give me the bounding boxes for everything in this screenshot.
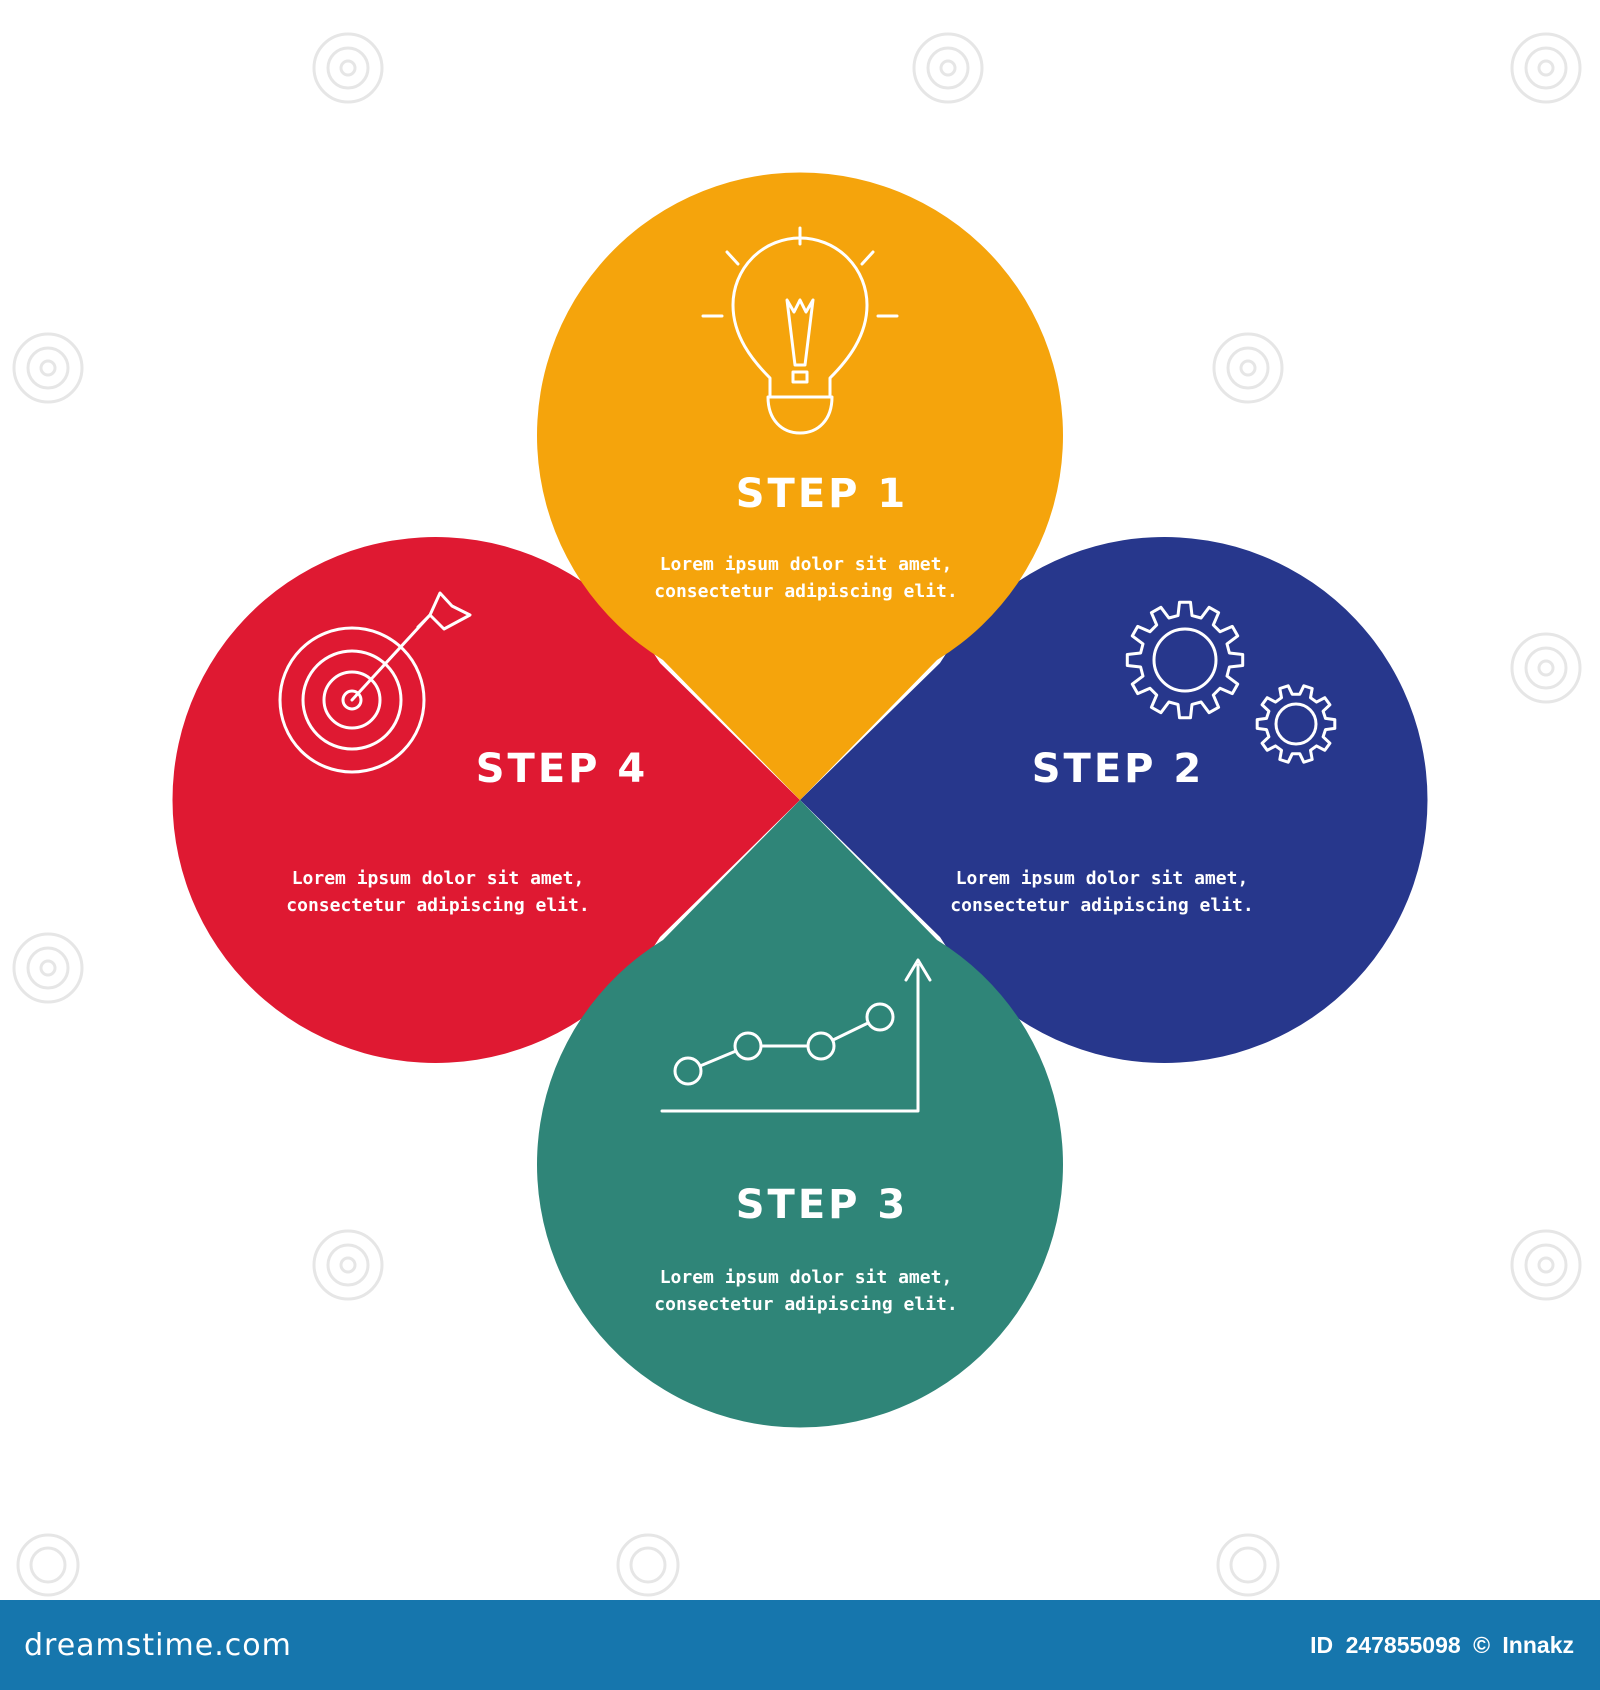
step-1-description-line-1: Lorem ipsum dolor sit amet, <box>660 554 953 575</box>
footer-logo[interactable]: dreamstime.com <box>24 1627 292 1663</box>
step-2-description-line-2: consectetur adipiscing elit. <box>950 895 1253 916</box>
step-4-description-line-1: Lorem ipsum dolor sit amet, <box>292 868 585 889</box>
copyright-icon: © <box>1473 1631 1491 1658</box>
image-id: 247855098 <box>1345 1631 1461 1658</box>
target-arrow-icon <box>278 591 472 774</box>
step-3-petal <box>536 800 1063 1428</box>
step-2-description-line-1: Lorem ipsum dolor sit amet, <box>956 868 1249 889</box>
lightbulb-icon <box>701 226 899 435</box>
footer-credits: ID 247855098 © Innakz <box>1304 1632 1574 1659</box>
gears-icon <box>1125 600 1245 720</box>
step-1-description-line-2: consectetur adipiscing elit. <box>654 581 957 602</box>
watermark-pattern <box>12 32 1582 1597</box>
footer-bar: dreamstime.com ID 247855098 © Innakz <box>0 1600 1600 1690</box>
gear-large-outline <box>1125 600 1245 720</box>
step-4-content: STEP 4 Lorem ipsum dolor sit amet, conse… <box>286 746 649 916</box>
step-1-petal <box>537 172 1063 800</box>
step-2-content: STEP 2 Lorem ipsum dolor sit amet, conse… <box>950 746 1253 916</box>
step-2-title: STEP 2 <box>1032 746 1205 792</box>
step-3-title: STEP 3 <box>736 1182 909 1228</box>
author-name[interactable]: Innakz <box>1502 1631 1574 1658</box>
step-4-description-line-2: consectetur adipiscing elit. <box>286 895 589 916</box>
id-label: ID <box>1310 1631 1334 1658</box>
step-4-petal <box>172 536 800 1063</box>
step-4-title: STEP 4 <box>476 746 649 792</box>
step-1-content: STEP 1 Lorem ipsum dolor sit amet, conse… <box>654 471 957 602</box>
step-3-description-line-2: consectetur adipiscing elit. <box>654 1294 957 1315</box>
step-2-petal <box>800 537 1428 1063</box>
step-3-description-line-1: Lorem ipsum dolor sit amet, <box>660 1267 953 1288</box>
growth-chart-icon <box>660 958 932 1113</box>
gear-small-outline <box>1255 684 1337 764</box>
step-3-content: STEP 3 Lorem ipsum dolor sit amet, conse… <box>654 1182 957 1315</box>
step-1-title: STEP 1 <box>736 471 909 517</box>
gear-small-icon <box>1255 684 1337 764</box>
four-step-diagram: STEP 1 Lorem ipsum dolor sit amet, conse… <box>12 32 1582 1597</box>
